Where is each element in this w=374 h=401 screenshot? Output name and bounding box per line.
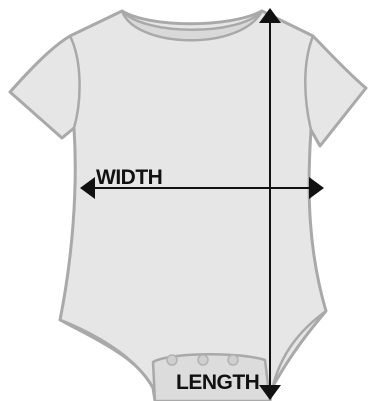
length-label: LENGTH xyxy=(176,371,259,394)
width-label: WIDTH xyxy=(96,166,162,189)
onesie-body xyxy=(10,11,366,401)
snap-button xyxy=(198,355,208,365)
baby-onesie-icon xyxy=(10,11,366,401)
width-arrowhead-right xyxy=(309,177,324,199)
snap-button xyxy=(228,355,238,365)
snap-button xyxy=(167,355,177,365)
